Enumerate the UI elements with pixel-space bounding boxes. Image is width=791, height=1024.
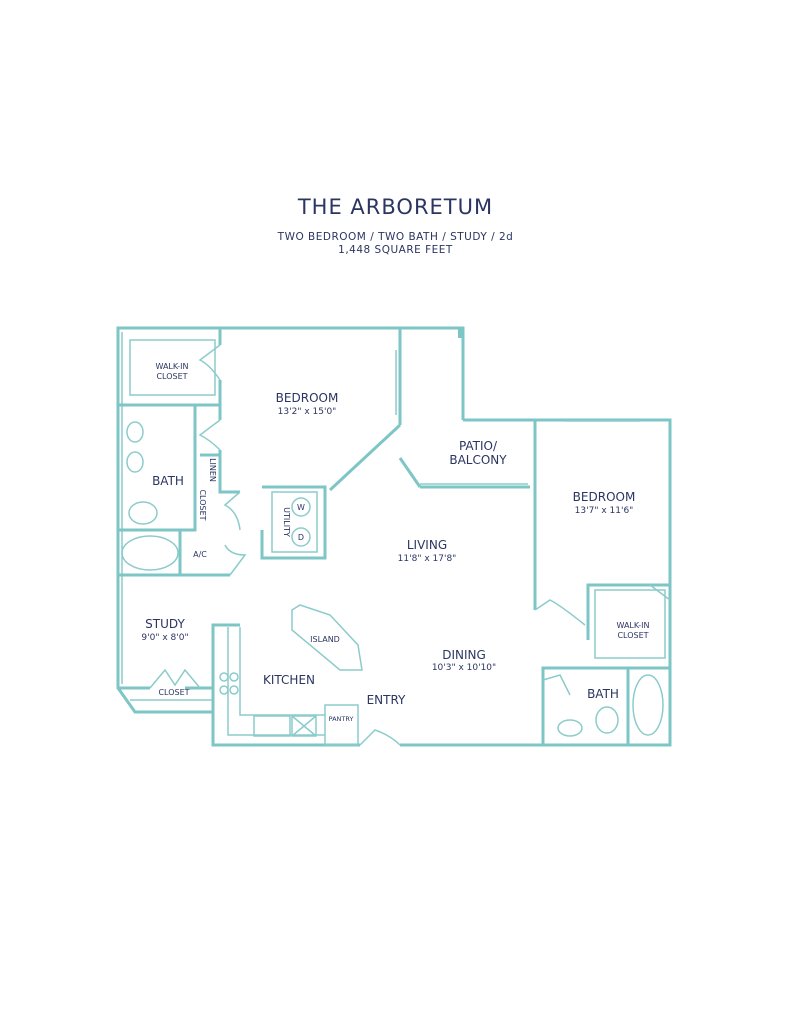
walk-in-closet-label: CLOSET bbox=[156, 372, 187, 381]
plan-subtitle: TWO BEDROOM / TWO BATH / STUDY / 2d bbox=[277, 231, 514, 243]
stove-icon bbox=[219, 672, 229, 682]
walk-in-closet-label: CLOSET bbox=[617, 631, 648, 640]
washer-label: W bbox=[297, 503, 305, 512]
study-label: STUDY bbox=[145, 617, 185, 631]
pantry-label: PANTRY bbox=[329, 715, 354, 723]
ac-label: A/C bbox=[193, 550, 207, 559]
bedroom-label: BEDROOM bbox=[276, 391, 339, 405]
kitchen-label: KITCHEN bbox=[263, 673, 315, 687]
dryer-label: D bbox=[298, 533, 304, 542]
plan-title: THE ARBORETUM bbox=[297, 195, 494, 219]
sink-icon bbox=[126, 421, 144, 443]
utility-label: UTILITY bbox=[282, 507, 291, 537]
toilet-icon bbox=[595, 706, 619, 734]
sink-icon bbox=[126, 451, 144, 473]
living-dims: 11'8" x 17'8" bbox=[398, 554, 457, 564]
toilet-icon bbox=[128, 501, 158, 525]
bathtub-icon bbox=[632, 674, 664, 736]
washer-icon bbox=[291, 497, 311, 517]
bedroom-dims: 13'7" x 11'6" bbox=[575, 506, 634, 516]
bath-label: BATH bbox=[152, 474, 184, 488]
patio-label: BALCONY bbox=[449, 453, 507, 467]
fixtures bbox=[121, 421, 664, 737]
bedroom-label: BEDROOM bbox=[573, 490, 636, 504]
exterior-walls bbox=[116, 326, 672, 747]
interior-walls bbox=[118, 328, 670, 746]
walk-in-closet-label: WALK-IN bbox=[155, 362, 188, 371]
bath-label: BATH bbox=[587, 687, 619, 701]
square-footage: 1,448 SQUARE FEET bbox=[338, 244, 453, 256]
dining-dims: 10'3" x 10'10" bbox=[432, 663, 496, 673]
bedroom-dims: 13'2" x 15'0" bbox=[278, 407, 337, 417]
closet-label: CLOSET bbox=[158, 688, 189, 697]
patio-label: PATIO/ bbox=[459, 439, 498, 453]
walk-in-closet-label: WALK-IN bbox=[616, 621, 649, 630]
bathtub-icon bbox=[121, 535, 179, 571]
island-label: ISLAND bbox=[310, 635, 340, 644]
room-labels: WALK-IN CLOSET BEDROOM 13'2" x 15'0" BAT… bbox=[141, 362, 649, 723]
dining-label: DINING bbox=[442, 648, 486, 662]
living-label: LIVING bbox=[407, 538, 447, 552]
linen-label: LINEN bbox=[208, 458, 217, 482]
study-dims: 9'0" x 8'0" bbox=[141, 633, 188, 643]
entry-label: ENTRY bbox=[367, 693, 406, 707]
sink-icon bbox=[557, 719, 583, 737]
closet-label: CLOSET bbox=[198, 489, 207, 520]
doors bbox=[149, 344, 671, 746]
dryer-icon bbox=[291, 527, 311, 547]
